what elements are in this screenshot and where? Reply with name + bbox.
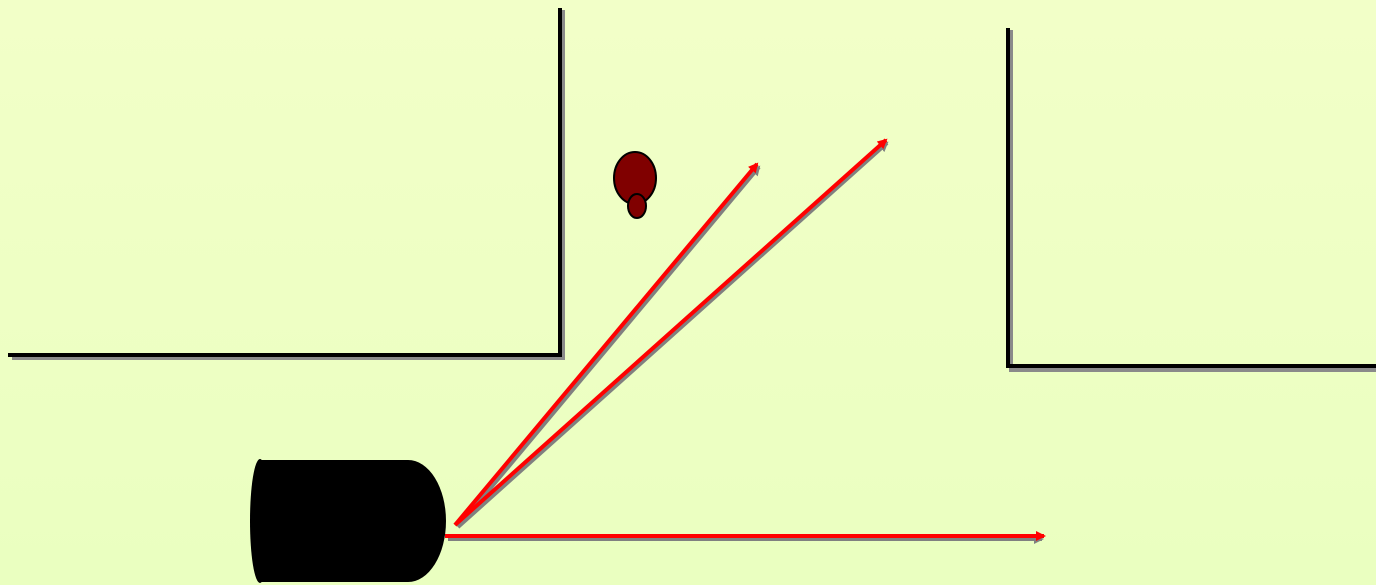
person-head bbox=[627, 193, 647, 219]
ray-to-upper-left bbox=[453, 162, 759, 527]
left-wall bbox=[8, 8, 565, 360]
right-wall-shadow bbox=[1009, 30, 1376, 372]
person-icon bbox=[613, 151, 657, 219]
device-back bbox=[250, 459, 270, 583]
device-body bbox=[260, 460, 446, 582]
sensor-device bbox=[250, 459, 446, 583]
left-wall-line bbox=[8, 8, 562, 357]
ray-to-upper-right bbox=[453, 138, 888, 527]
ray-shadows bbox=[448, 141, 1044, 544]
right-wall-line bbox=[1006, 28, 1376, 368]
right-wall bbox=[1006, 28, 1376, 372]
left-wall-shadow bbox=[12, 10, 565, 360]
